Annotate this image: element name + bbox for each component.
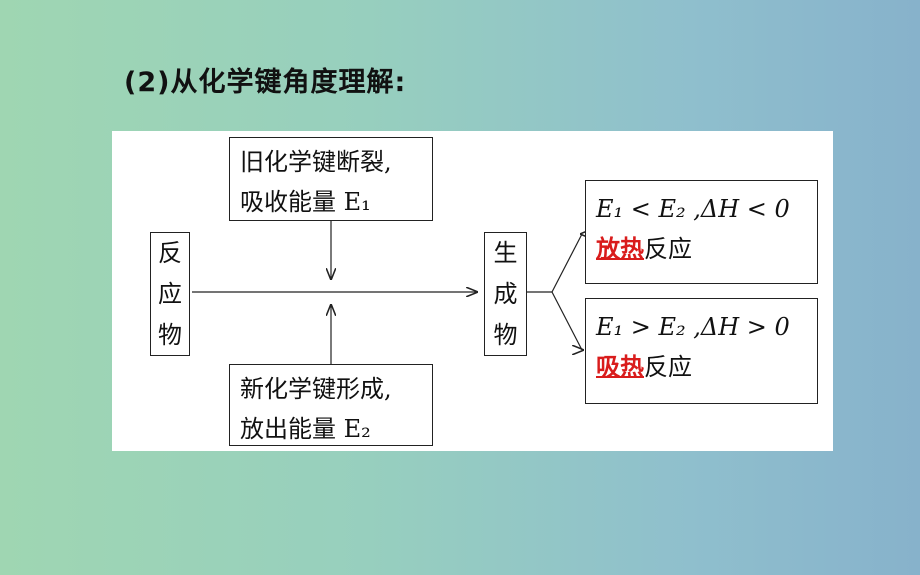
reactants-char: 应 — [158, 279, 182, 308]
branch-down — [551, 291, 583, 351]
products-char: 生 — [493, 239, 518, 268]
bond-forming-line2: 放出能量 E₂ — [240, 415, 371, 443]
exothermic-keyword: 放热 — [596, 234, 644, 263]
exothermic-condition: E₁ < E₂ ,ΔH < 0 — [596, 195, 790, 223]
products-char: 成 — [493, 279, 518, 308]
endothermic-suffix: 反应 — [644, 353, 692, 381]
exothermic-result-box: E₁ < E₂ ,ΔH < 0 放热反应 — [585, 180, 818, 284]
bond-forming-line1: 新化学键形成, — [240, 375, 392, 403]
exothermic-label: 放热反应 — [596, 229, 807, 269]
exothermic-suffix: 反应 — [644, 235, 692, 263]
products-char: 物 — [493, 320, 518, 349]
endothermic-result-box: E₁ > E₂ ,ΔH > 0 吸热反应 — [585, 298, 818, 404]
arrow-layer — [192, 221, 833, 364]
bond-breaking-box: 旧化学键断裂, 吸收能量 E₁ — [229, 137, 433, 221]
bond-breaking-line2: 吸收能量 E₁ — [240, 188, 371, 216]
reactants-char: 反 — [158, 239, 182, 268]
branch-up — [551, 233, 583, 293]
bond-breaking-line1: 旧化学键断裂, — [240, 148, 392, 176]
reactants-box: 反 应 物 — [150, 232, 190, 356]
endothermic-label: 吸热反应 — [596, 347, 807, 387]
reactants-char: 物 — [158, 320, 182, 349]
bond-forming-box: 新化学键形成, 放出能量 E₂ — [229, 364, 433, 446]
diagram-panel: 反 应 物 旧化学键断裂, 吸收能量 E₁ 新化学键形成, 放出能量 E₂ 生 … — [112, 131, 833, 451]
endothermic-keyword: 吸热 — [596, 352, 644, 381]
slide-heading: (2)从化学键角度理解: — [124, 67, 407, 98]
products-box: 生 成 物 — [484, 232, 527, 356]
endothermic-condition: E₁ > E₂ ,ΔH > 0 — [596, 313, 790, 341]
